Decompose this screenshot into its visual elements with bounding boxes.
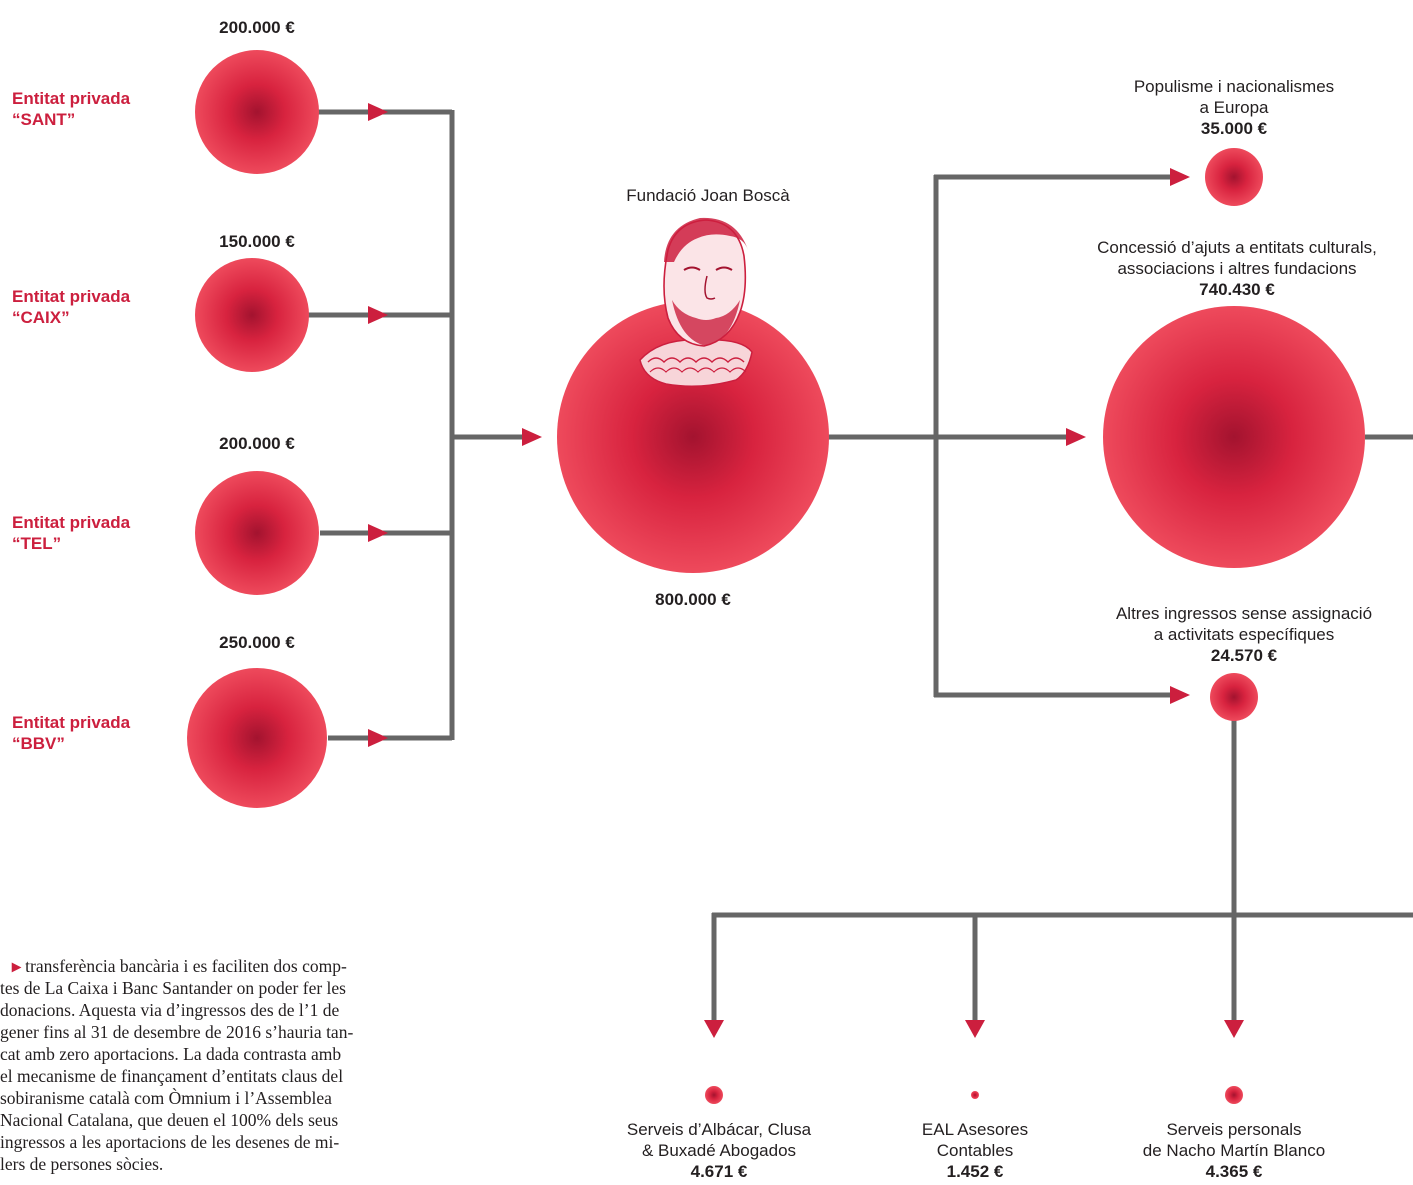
- article-line: gener fins al 31 de desembre de 2016 s’h…: [0, 1022, 354, 1042]
- foundation-amount: 800.000 €: [655, 590, 731, 609]
- output-label-line1: Altres ingressos sense assignació: [1115, 604, 1373, 623]
- donor-label-line1: Entitat privada: [12, 513, 131, 532]
- donor-bubble-sant: [195, 50, 319, 174]
- donor-arrows: [368, 103, 542, 747]
- output-label-ajuts: Concessió d’ajuts a entitats culturals, …: [1064, 237, 1410, 300]
- recipient-label-line1: Serveis personals: [1166, 1120, 1302, 1139]
- bullet-icon: ▸: [12, 956, 21, 976]
- output-label-line1: Concessió d’ajuts a entitats culturals,: [1097, 238, 1377, 257]
- article-line: lers de persones sòcies.: [0, 1154, 164, 1174]
- recipient-label-line2: Contables: [936, 1141, 1014, 1160]
- recipient-bubble-albacar: [705, 1086, 723, 1104]
- output-amount: 740.430 €: [1199, 280, 1275, 299]
- output-amount: 35.000 €: [1200, 119, 1268, 138]
- output-label-populisme: Populisme i nacionalismes a Europa 35.00…: [1094, 76, 1374, 139]
- donor-label-line2: “TEL”: [12, 534, 62, 553]
- output-bubble-altres: [1210, 673, 1258, 721]
- donor-connectors: [306, 109, 530, 741]
- output-bubble-ajuts: [1103, 306, 1365, 568]
- recipient-amount: 1.452 €: [946, 1162, 1004, 1181]
- foundation-name: Fundació Joan Boscà: [626, 186, 790, 205]
- recipient-bubble-martin: [1225, 1086, 1243, 1104]
- output-connectors: [711, 174, 1413, 1025]
- output-label-line1: Populisme i nacionalismes: [1133, 77, 1335, 96]
- output-amount: 24.570 €: [1210, 646, 1278, 665]
- foundation-bubble: [557, 301, 829, 573]
- donor-label-line1: Entitat privada: [12, 287, 131, 306]
- recipient-label-eal: EAL Asesores Contables 1.452 €: [885, 1119, 1065, 1182]
- donor-bubble-tel: [195, 471, 319, 595]
- article-line: donacions. Aquesta via d’ingressos des d…: [0, 1000, 340, 1020]
- recipient-amount: 4.671 €: [690, 1162, 748, 1181]
- article-text: ▸ transferència bancària i es faciliten …: [0, 955, 470, 1185]
- recipient-label-albacar: Serveis d’Albácar, Clusa & Buxadé Abogad…: [604, 1119, 834, 1182]
- output-bubble-populisme: [1205, 148, 1263, 206]
- output-label-altres: Altres ingressos sense assignació a acti…: [1084, 603, 1404, 666]
- donor-label-line2: “SANT”: [12, 110, 76, 129]
- recipient-amount: 4.365 €: [1205, 1162, 1263, 1181]
- recipient-bubble-eal: [971, 1091, 979, 1099]
- donor-label-line1: Entitat privada: [12, 713, 131, 732]
- article-line: cat amb zero aportacions. La dada contra…: [0, 1044, 342, 1064]
- donor-label-line2: “BBV”: [12, 734, 65, 753]
- output-arrows: [704, 168, 1244, 1038]
- donor-amount-bbv: 250.000 €: [219, 633, 295, 652]
- portrait-icon: [639, 217, 753, 387]
- donor-bubbles: [187, 50, 327, 808]
- donor-label-caix: Entitat privada “CAIX”: [12, 286, 130, 328]
- recipient-label-line2: & Buxadé Abogados: [641, 1141, 797, 1160]
- donor-amount-caix: 150.000 €: [219, 232, 295, 251]
- article-line: Nacional Catalana, que deuen el 100% del…: [0, 1110, 339, 1130]
- article-line: el mecanisme de finançament d’entitats c…: [0, 1066, 344, 1086]
- article-line: ingressos a les aportacions de les desen…: [0, 1132, 340, 1152]
- donor-label-tel: Entitat privada “TEL”: [12, 512, 130, 554]
- donor-amount-tel: 200.000 €: [219, 434, 295, 453]
- article-line-text: transferència bancària i es faciliten do…: [25, 956, 347, 976]
- donor-bubble-bbv: [187, 668, 327, 808]
- recipient-label-line2: de Nacho Martín Blanco: [1142, 1141, 1326, 1160]
- output-label-line2: associacions i altres fundacions: [1117, 259, 1357, 278]
- donor-label-line1: Entitat privada: [12, 89, 131, 108]
- article-line: sobiranisme català com Òmnium i l’Assemb…: [0, 1088, 332, 1108]
- article-line: ▸ transferència bancària i es faciliten …: [0, 955, 470, 977]
- output-label-line2: a Europa: [1199, 98, 1269, 117]
- article-line: tes de La Caixa i Banc Santander on pode…: [0, 978, 346, 998]
- donor-amount-sant: 200.000 €: [219, 18, 295, 37]
- donor-bubble-caix: [195, 258, 309, 372]
- donor-label-sant: Entitat privada “SANT”: [12, 88, 130, 130]
- recipient-label-martin: Serveis personals de Nacho Martín Blanco…: [1114, 1119, 1354, 1182]
- output-label-line2: a activitats específiques: [1153, 625, 1335, 644]
- donor-label-line2: “CAIX”: [12, 308, 70, 327]
- recipient-label-line1: EAL Asesores: [921, 1120, 1029, 1139]
- donor-label-bbv: Entitat privada “BBV”: [12, 712, 130, 754]
- recipient-label-line1: Serveis d’Albácar, Clusa: [626, 1120, 812, 1139]
